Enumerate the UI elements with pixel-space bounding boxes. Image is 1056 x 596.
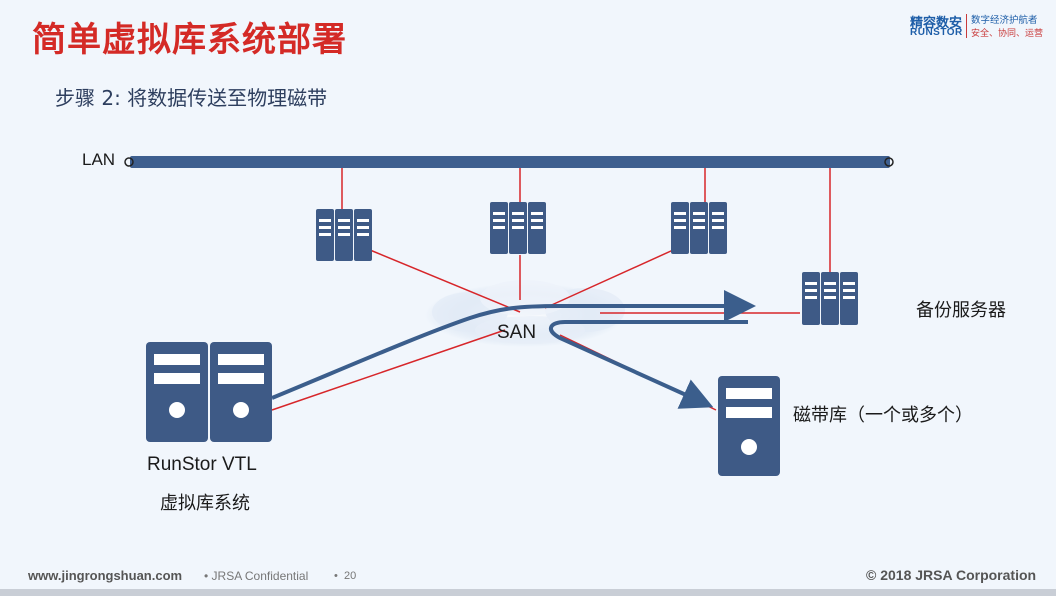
lan-bus	[124, 156, 894, 168]
slide-subtitle: 步骤 2: 将数据传送至物理磁带	[55, 86, 328, 110]
logo-divider	[966, 14, 967, 38]
slide-title: 简单虚拟库系统部署	[32, 20, 347, 60]
vtl-appliance	[146, 342, 272, 442]
footer-url: www.jingrongshuan.com	[28, 568, 183, 583]
footer-bar	[0, 589, 1056, 596]
app-server-1	[316, 209, 372, 261]
bullet-icon: •	[334, 570, 344, 582]
vtl-label: RunStor VTL	[147, 454, 257, 475]
app-server-3	[671, 202, 727, 254]
vtl-label-cn: 虚拟库系统	[160, 493, 250, 514]
lan-drop-lines	[341, 162, 831, 272]
backup-server-label: 备份服务器	[916, 300, 1006, 321]
footer-copyright: © 2018 JRSA Corporation	[866, 567, 1037, 583]
tape-library	[718, 376, 780, 476]
data-flow-arrows	[271, 290, 756, 409]
company-logo: 精容数安 RUNSTOR 数字经济护航者 安全、协同、运营	[908, 12, 1048, 42]
tape-library-label: 磁带库（一个或多个）	[793, 405, 973, 426]
backup-server	[802, 272, 858, 325]
footer-confidential: • JRSA Confidential	[204, 569, 308, 583]
logo-tagline-1: 数字经济护航者	[971, 15, 1038, 26]
logo-name-en: RUNSTOR	[910, 27, 963, 38]
footer-confidential-text: JRSA Confidential	[211, 569, 309, 583]
bullet-icon: •	[204, 569, 212, 583]
page-number: 20	[343, 570, 357, 582]
lan-label: LAN	[82, 150, 116, 169]
footer-page-number: • 20	[334, 570, 356, 582]
logo-tagline-2: 安全、协同、运营	[971, 29, 1044, 39]
logo-name-cn: 精容数安	[910, 16, 963, 31]
san-label: SAN	[497, 322, 537, 343]
app-server-2	[490, 202, 546, 254]
